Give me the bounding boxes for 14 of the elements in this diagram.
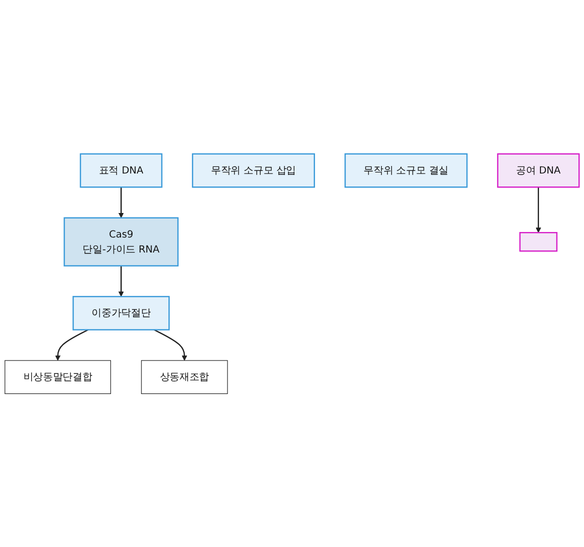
arrow: [154, 328, 188, 360]
arrow: [536, 186, 542, 233]
node-box: [519, 232, 558, 252]
node-box: 공여 DNA: [497, 152, 580, 188]
node-box: Cas9 단일-가이드 RNA: [64, 216, 179, 266]
node-box: 상동재조합: [141, 360, 228, 394]
node-box: 비상동말단결합: [4, 360, 111, 394]
node-box: 무작위 소규모 결실: [344, 152, 468, 188]
arrow: [118, 266, 124, 296]
node-box: 이중가닥절단: [72, 296, 170, 330]
node-box: 표적 DNA: [80, 152, 162, 188]
arrow: [118, 186, 124, 218]
node-box: 무작위 소규모 삽입: [192, 152, 315, 188]
arrow: [55, 328, 89, 360]
